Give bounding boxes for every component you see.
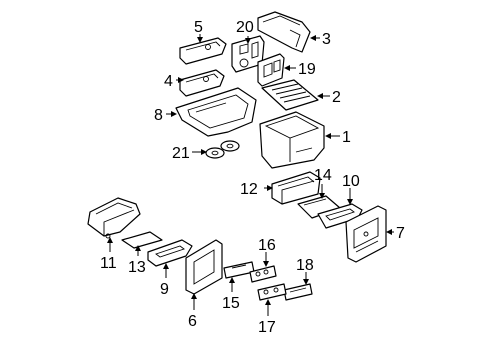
part-7-rear-panel <box>345 205 387 263</box>
part-18-control-module <box>283 283 313 301</box>
callout-10: 10 <box>342 173 360 190</box>
part-13-pad <box>121 231 163 249</box>
callout-4: 4 <box>164 73 173 90</box>
callout-17: 17 <box>258 319 276 336</box>
callout-8: 8 <box>154 107 163 124</box>
callout-18: 18 <box>296 257 314 274</box>
callout-20: 20 <box>236 19 254 36</box>
callout-11: 11 <box>100 255 117 272</box>
callout-7: 7 <box>396 225 405 242</box>
part-15-switch-plate <box>223 261 255 279</box>
part-4-storage-bin <box>179 69 225 97</box>
callout-6: 6 <box>188 313 197 330</box>
part-3-upper-tray <box>257 11 311 53</box>
part-2-mat <box>261 79 319 111</box>
callout-3: 3 <box>322 31 331 48</box>
callout-16: 16 <box>258 237 276 254</box>
callout-19: 19 <box>298 61 316 78</box>
callout-14: 14 <box>314 167 332 184</box>
callout-15: 15 <box>222 295 240 312</box>
part-8-console-frame <box>175 87 257 137</box>
part-1-console-bin <box>259 111 325 169</box>
part-5-storage-bin <box>179 37 227 65</box>
callout-9: 9 <box>160 281 169 298</box>
leader-lines <box>107 34 394 316</box>
part-19-bezel-insert <box>257 53 285 87</box>
callout-2: 2 <box>332 89 341 106</box>
callout-21: 21 <box>172 145 190 162</box>
part-12-storage-box <box>271 171 321 205</box>
callout-5: 5 <box>194 19 203 36</box>
part-10-bezel <box>317 203 363 229</box>
callout-labels: 1 2 3 4 5 6 7 8 9 10 11 12 13 14 15 16 1… <box>100 19 405 336</box>
callout-13: 13 <box>128 259 146 276</box>
callout-12: 12 <box>240 181 258 198</box>
part-16-switch <box>249 265 277 283</box>
part-9-bezel <box>147 239 193 267</box>
callout-1: 1 <box>342 129 351 146</box>
part-6-trim-panel <box>185 239 223 295</box>
part-17-control-module <box>257 283 287 301</box>
part-11-armrest-box <box>87 197 141 239</box>
part-21-cupholder-inserts <box>205 140 240 159</box>
